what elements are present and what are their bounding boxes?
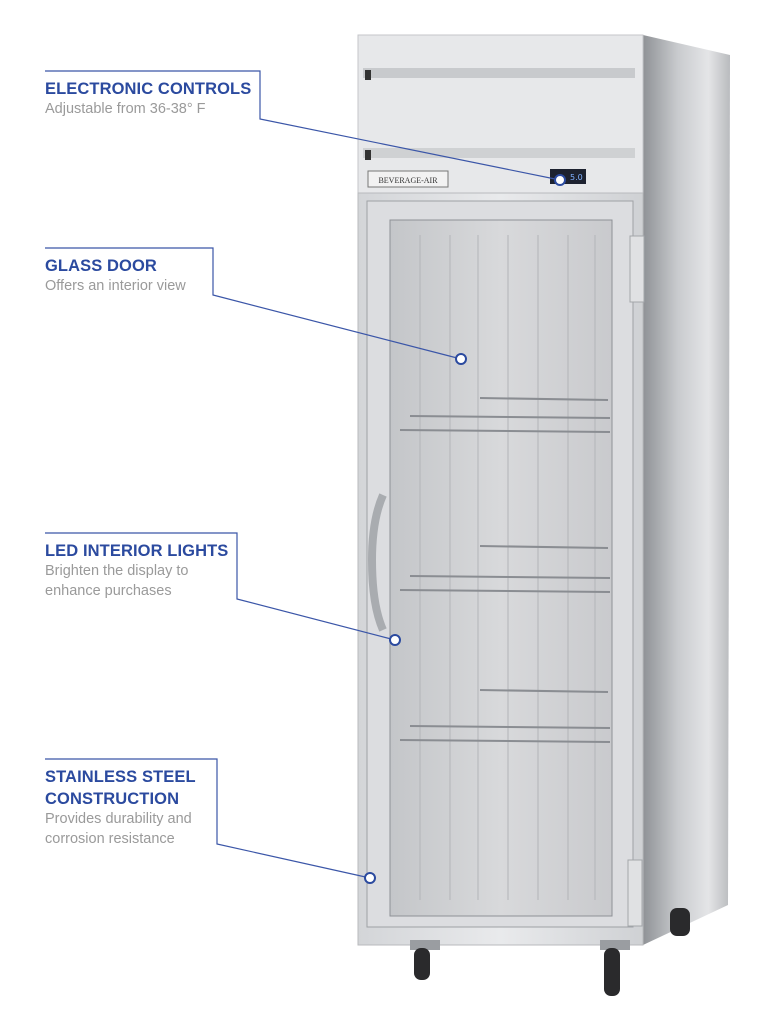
callout-description: enhance purchases <box>45 582 172 599</box>
glass-pane <box>389 219 613 917</box>
callout-marker-controls <box>554 174 566 186</box>
callout-title: ELECTRONIC CONTROLS <box>45 80 252 98</box>
callout-title: LED INTERIOR LIGHTS <box>45 542 229 560</box>
display-reading: 5.0 <box>570 173 583 182</box>
callout-description: Provides durability and <box>45 811 192 827</box>
callout-description: Offers an interior view <box>45 278 186 294</box>
callout-description: Brighten the display to <box>45 563 189 579</box>
callout-title: STAINLESS STEEL <box>45 768 196 786</box>
callout-stainless-steel: STAINLESS STEEL CONSTRUCTION Provides du… <box>45 766 196 849</box>
callout-electronic-controls: ELECTRONIC CONTROLS Adjustable from 36-3… <box>45 78 251 120</box>
callout-description: corrosion resistance <box>45 830 175 847</box>
door-handle <box>367 493 387 632</box>
callout-marker-stainless-steel <box>364 872 376 884</box>
callout-glass-door: GLASS DOOR Offers an interior view <box>45 255 186 297</box>
casters <box>410 908 690 996</box>
wire-shelves <box>399 397 611 743</box>
callout-title: GLASS DOOR <box>45 257 157 275</box>
brand-plate <box>367 170 449 188</box>
top-header <box>357 34 644 194</box>
side-panel <box>643 35 730 945</box>
brand-label: BEVERAGE-AIR <box>378 176 438 185</box>
callout-marker-glass-door <box>455 353 467 365</box>
callout-lines <box>45 70 561 879</box>
callout-led-interior-lights: LED INTERIOR LIGHTS Brighten the display… <box>45 540 228 601</box>
callout-title: CONSTRUCTION <box>45 790 180 808</box>
callout-description: Adjustable from 36-38° F <box>45 101 206 117</box>
callout-marker-led-lights <box>389 634 401 646</box>
